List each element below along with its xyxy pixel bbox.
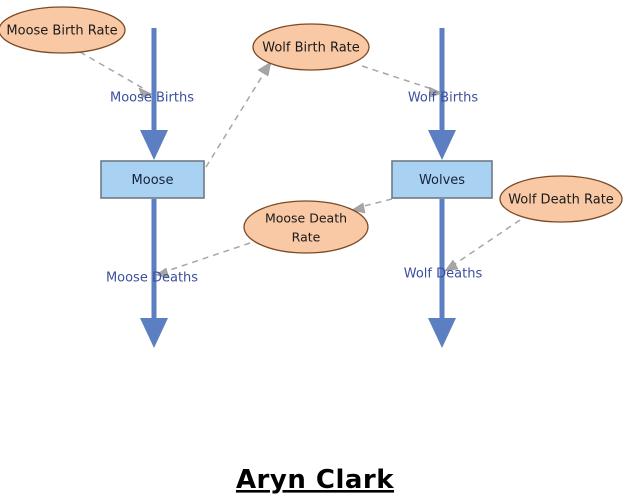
stock-wolves-label: Wolves bbox=[419, 173, 465, 188]
flow-moose-births[interactable] bbox=[140, 28, 168, 160]
link-wolf-death-rate-to-wolf-deaths[interactable] bbox=[444, 219, 521, 272]
flow-label-moose-deaths-text: Moose Deaths bbox=[106, 271, 198, 286]
link-wolves-to-moose-death-rate[interactable] bbox=[351, 198, 393, 214]
converter-moose-death-rate-label-line1: Moose Death bbox=[265, 211, 347, 226]
converter-wolf-death-rate-label: Wolf Death Rate bbox=[508, 193, 614, 208]
converter-wolf-birth-rate[interactable]: Wolf Birth Rate bbox=[252, 23, 370, 71]
link-wolf-birth-rate-to-wolf-births[interactable] bbox=[361, 65, 443, 98]
flow-label-wolf-births: Wolf Births bbox=[408, 91, 479, 106]
stock-wolves[interactable]: Wolves bbox=[391, 160, 493, 199]
converter-wolf-birth-rate-label: Wolf Birth Rate bbox=[262, 41, 360, 56]
flow-wolf-births[interactable] bbox=[428, 28, 456, 160]
flow-label-wolf-deaths: Wolf Deaths bbox=[404, 267, 483, 282]
flow-label-wolf-deaths-text: Wolf Deaths bbox=[404, 267, 483, 282]
stock-moose-label: Moose bbox=[132, 173, 174, 188]
link-moose-death-rate-to-moose-deaths[interactable] bbox=[155, 242, 251, 279]
flow-wolf-deaths[interactable] bbox=[428, 199, 456, 348]
link-moose-birth-rate-to-moose-births[interactable] bbox=[79, 51, 153, 99]
flow-label-moose-deaths: Moose Deaths bbox=[106, 271, 198, 286]
converter-moose-death-rate-label-line2: Rate bbox=[292, 230, 321, 245]
flow-moose-deaths[interactable] bbox=[140, 199, 168, 348]
stock-moose[interactable]: Moose bbox=[100, 160, 205, 199]
converter-moose-birth-rate-label: Moose Birth Rate bbox=[6, 24, 117, 39]
page-title: Aryn Clark bbox=[236, 465, 394, 495]
converter-wolf-death-rate[interactable]: Wolf Death Rate bbox=[499, 175, 623, 223]
flow-label-moose-births: Moose Births bbox=[110, 91, 194, 106]
flow-label-moose-births-text: Moose Births bbox=[110, 91, 194, 106]
flow-label-wolf-births-text: Wolf Births bbox=[408, 91, 479, 106]
converter-moose-death-rate[interactable]: Moose Death Rate bbox=[243, 200, 369, 254]
converter-moose-birth-rate[interactable]: Moose Birth Rate bbox=[0, 6, 126, 54]
link-moose-to-wolf-birth-rate[interactable] bbox=[205, 61, 272, 168]
